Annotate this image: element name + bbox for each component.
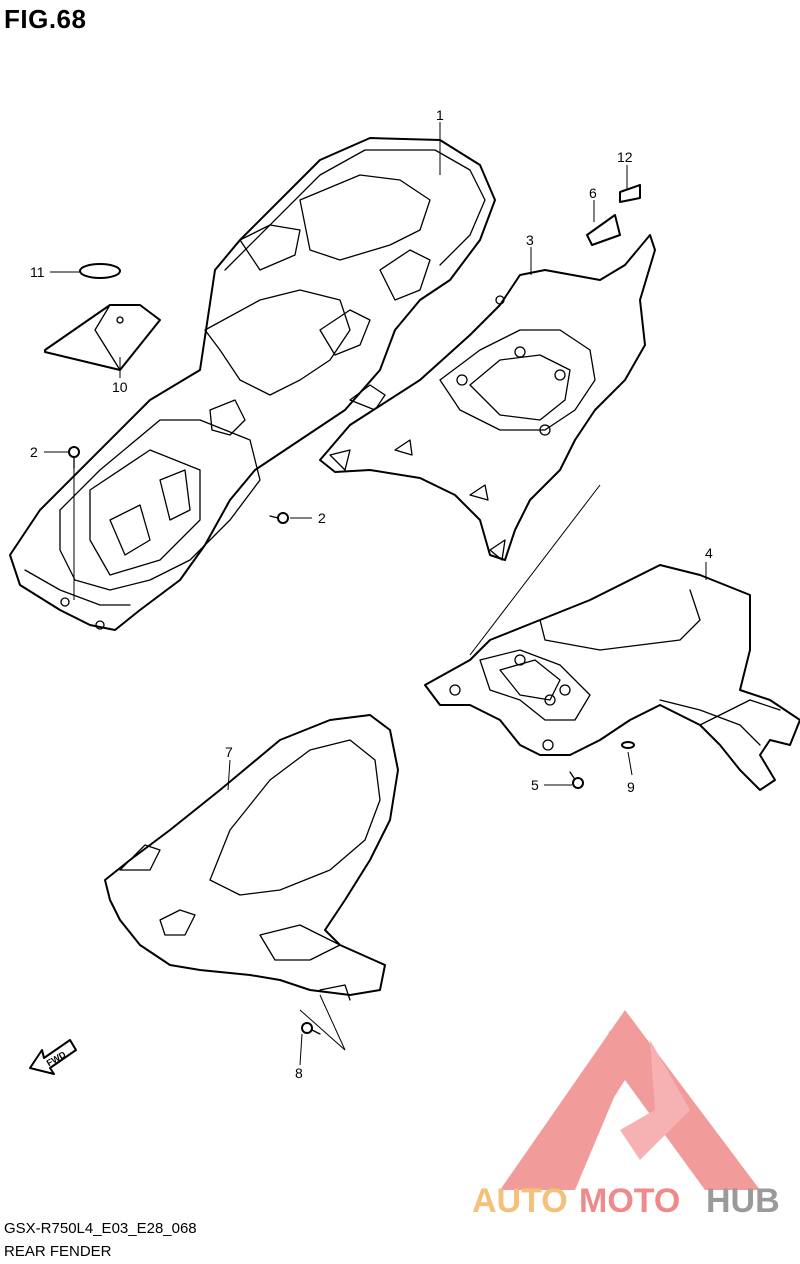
part-11-ring[interactable] [79, 263, 121, 279]
part-4-rear-inner-guard[interactable] [424, 564, 800, 791]
part-10-pad[interactable] [44, 304, 161, 371]
watermark-moto: MOTO [579, 1182, 680, 1220]
callout-7: 7 [225, 744, 233, 760]
callout-6: 6 [589, 185, 597, 201]
callout-4: 4 [705, 545, 713, 561]
model-code: GSX-R750L4_E03_E28_068 [4, 1220, 197, 1237]
watermark-text: AUTO MOTO HUB [472, 1182, 780, 1220]
part-6-pad[interactable] [586, 214, 621, 246]
callout-labels: 1 2 2 3 4 5 6 7 8 9 10 11 12 [30, 107, 713, 1081]
bolt-2-right[interactable] [269, 512, 289, 524]
watermark-auto: AUTO [472, 1182, 568, 1220]
part-12-pad[interactable] [619, 184, 641, 203]
callout-2: 2 [318, 510, 326, 526]
part-3-fender-panel[interactable] [319, 234, 656, 561]
callout-5: 5 [531, 777, 539, 793]
watermark-logo-icon [500, 1010, 760, 1190]
callout-10: 10 [112, 379, 128, 395]
washer-9[interactable] [621, 741, 635, 749]
callout-11: 11 [30, 264, 45, 280]
diagram-title: REAR FENDER [4, 1243, 112, 1260]
callout-3: 3 [526, 232, 534, 248]
callout-8: 8 [295, 1065, 303, 1081]
callout-1: 1 [436, 107, 444, 123]
watermark-hub: HUB [706, 1182, 780, 1220]
leader-lines [44, 122, 707, 1066]
bolt-2-upper[interactable] [68, 446, 80, 469]
bolt-8[interactable] [301, 1022, 321, 1035]
callout-12: 12 [617, 149, 633, 165]
figure-title: FIG.68 [4, 4, 87, 34]
part-1-rear-fender-main[interactable] [9, 137, 496, 631]
callout-9: 9 [627, 779, 635, 795]
part-7-hugger[interactable] [104, 714, 399, 1001]
fwd-arrow-icon: FWD [29, 1039, 77, 1075]
callout-2: 2 [30, 444, 38, 460]
bolt-5[interactable] [569, 771, 584, 789]
